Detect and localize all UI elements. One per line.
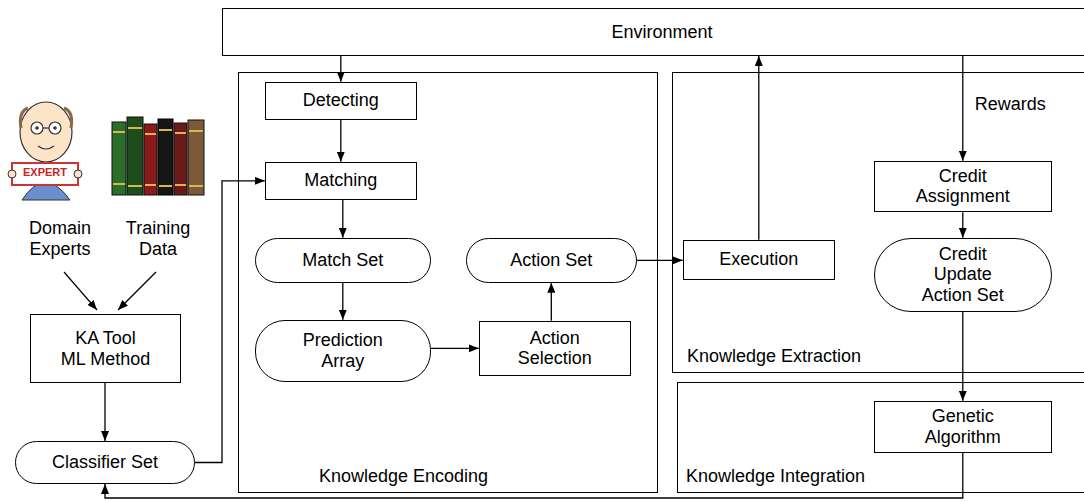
process-box: Credit Assignment [874,161,1052,212]
node-text: Credit Assignment [905,166,1020,207]
node-text: Environment [611,22,712,43]
books-picture [112,117,204,195]
node-text: Match Set [302,250,383,271]
flow-arrow [962,312,963,401]
process-box: Classifier Set [15,441,195,484]
flow-arrow [962,212,963,238]
process-box: Action Selection [479,321,631,376]
process-box: KA Tool ML Method [30,314,181,383]
flow-arrow [342,283,343,320]
node-text: Matching [304,170,377,191]
flow-arrow [431,348,479,349]
region-panel: Environment [222,8,1084,56]
node-text: Action Selection [500,328,610,369]
flow-arrow [342,200,343,238]
flow-arrow [551,283,552,321]
expert-cartoon [8,102,82,200]
flow-arrow [105,453,963,498]
process-box: Action Set [466,238,637,283]
process-box: Genetic Algorithm [874,401,1052,453]
flow-arrow [195,181,265,463]
process-box: Execution [683,240,835,280]
process-box: Credit Update Action Set [874,238,1052,312]
node-text: Prediction Array [285,330,400,371]
source-label: Domain Experts [20,218,100,259]
node-text: Knowledge Integration [686,466,865,487]
flow-arrow [340,56,341,82]
process-box: Matching [265,162,417,200]
node-text: Detecting [303,90,379,111]
node-text: Genetic Algorithm [905,406,1020,447]
node-text: Knowledge Encoding [319,466,488,487]
node-text: Action Set [510,250,592,271]
region-panel: Knowledge Encoding DetectingMatchingMatch… [238,72,658,493]
node-text: Credit Update Action Set [913,244,1013,306]
process-box: Detecting [265,82,417,120]
sign-text: EXPERT [16,166,74,179]
source-label: Training Data [116,218,200,259]
node-text: Execution [719,249,798,270]
region-panel: Knowledge Extraction Execution Credit Assi… [672,72,1084,373]
node-text: KA Tool ML Method [51,328,161,369]
node-text: Classifier Set [52,452,158,473]
region-panel: Knowledge Integration Genetic Algorithm [677,382,1084,493]
flow-arrow [340,120,341,162]
process-box: Match Set [255,238,431,283]
process-box: Prediction Array [255,320,431,382]
edge-label: Rewards [973,94,1048,115]
node-text: Knowledge Extraction [687,346,861,367]
flow-arrow [104,383,105,441]
flow-arrow [758,56,759,240]
flow-arrow [637,260,683,261]
leader-arrow [64,272,156,310]
